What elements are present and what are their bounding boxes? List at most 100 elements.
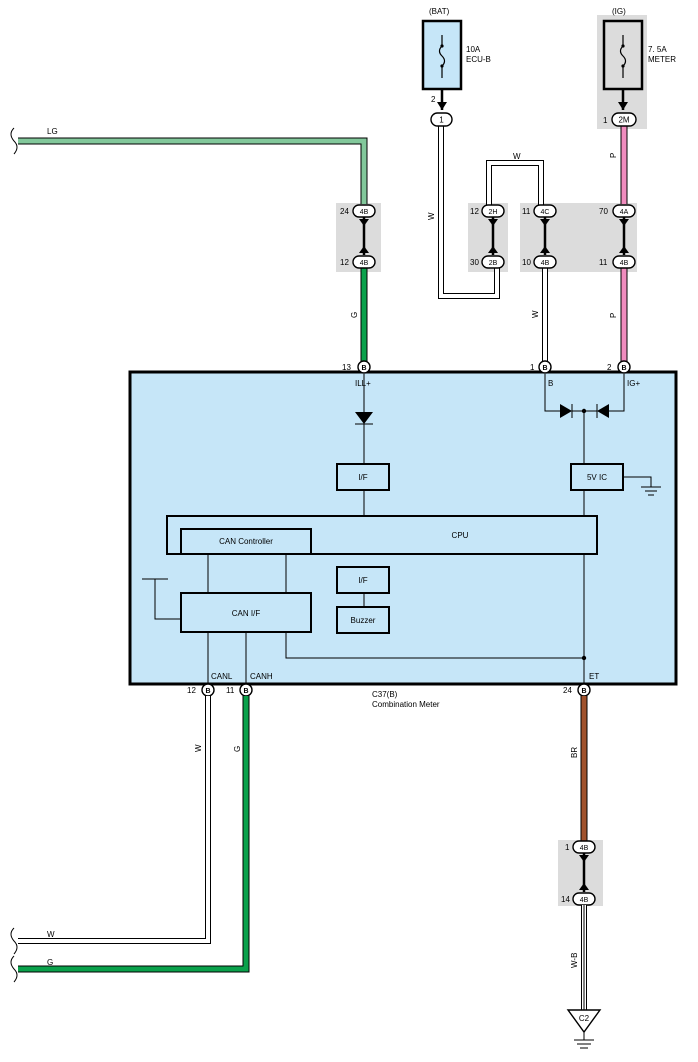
wire-label-g-bottom: G bbox=[47, 958, 53, 967]
wire-label-g-canh: G bbox=[233, 746, 242, 752]
wire-g-canh bbox=[18, 696, 250, 973]
module-pin-1: B bbox=[538, 360, 552, 374]
connector-4b-12: 4B bbox=[352, 246, 376, 269]
fuse-source-ig: (IG) bbox=[612, 7, 626, 16]
module-code: C37(B) bbox=[372, 690, 398, 699]
connector-4b-11: 4B bbox=[612, 246, 636, 269]
connector-2m: 2M bbox=[611, 112, 637, 127]
can-controller-block bbox=[180, 528, 312, 555]
cpu-block bbox=[166, 515, 598, 555]
buzzer-label: Buzzer bbox=[351, 616, 376, 625]
pin-11-4b: 11 bbox=[599, 258, 608, 267]
wire-break-lg bbox=[10, 127, 18, 155]
line-ig bbox=[609, 374, 625, 412]
ground-c2: C2 bbox=[566, 1009, 602, 1049]
svg-text:B: B bbox=[542, 365, 547, 372]
line-can-if-ground bbox=[154, 579, 181, 620]
wire-lg bbox=[18, 137, 368, 204]
connector-1: 1 bbox=[430, 112, 453, 127]
terminal-b: B bbox=[548, 379, 553, 388]
wire-break-w bbox=[10, 927, 18, 955]
wire-break-g bbox=[10, 955, 18, 983]
wire-label-g-top: G bbox=[350, 312, 359, 318]
svg-text:4B: 4B bbox=[360, 209, 369, 216]
wire-label-w-canl: W bbox=[194, 744, 203, 752]
if-block-top bbox=[336, 463, 390, 491]
wire-label-w-bottom: W bbox=[47, 930, 55, 939]
wire-w-canl bbox=[18, 696, 211, 944]
diode-ig bbox=[597, 404, 609, 418]
wire-label-w-jumper: W bbox=[513, 152, 521, 161]
pin-12-module: 12 bbox=[187, 686, 196, 695]
pin-10-4b: 10 bbox=[522, 258, 531, 267]
pin-14-ground: 14 bbox=[561, 895, 570, 904]
wire-label-w-b: W bbox=[531, 310, 540, 318]
pin-30-2b: 30 bbox=[470, 258, 479, 267]
connector-4a: 4A bbox=[612, 204, 636, 226]
fuse-rating-bat: 10A bbox=[466, 45, 481, 54]
if-label-top: I/F bbox=[358, 473, 367, 482]
fuse-ecu-b bbox=[421, 19, 463, 110]
fuse-meter bbox=[602, 19, 644, 110]
svg-text:B: B bbox=[581, 688, 586, 695]
svg-text:B: B bbox=[243, 688, 248, 695]
can-if-label: CAN I/F bbox=[232, 609, 261, 618]
wire-label-w-bat: W bbox=[427, 212, 436, 220]
if-block-lower bbox=[336, 566, 390, 594]
svg-text:4C: 4C bbox=[541, 209, 550, 216]
module-pin-11: B bbox=[239, 683, 253, 697]
svg-text:C2: C2 bbox=[579, 1014, 590, 1023]
cpu-label: CPU bbox=[452, 531, 469, 540]
fuse-name-bat: ECU-B bbox=[466, 55, 491, 64]
pin-2-module: 2 bbox=[607, 363, 612, 372]
junction-dot-et bbox=[581, 655, 587, 661]
wire-w-jumper bbox=[486, 160, 544, 210]
svg-text:4B: 4B bbox=[360, 260, 369, 267]
5v-ic-label: 5V IC bbox=[587, 473, 607, 482]
connector-2b: 2B bbox=[481, 246, 505, 269]
can-controller-label: CAN Controller bbox=[219, 537, 273, 546]
pin-24-module: 24 bbox=[563, 686, 572, 695]
terminal-canh: CANH bbox=[250, 672, 273, 681]
pin-70-4a: 70 bbox=[599, 207, 608, 216]
svg-text:4B: 4B bbox=[580, 845, 589, 852]
pin-12-left: 12 bbox=[340, 258, 349, 267]
svg-text:B: B bbox=[361, 365, 366, 372]
module-pin-12: B bbox=[201, 683, 215, 697]
wire-label-p-bottom: P bbox=[609, 313, 618, 318]
fuse-source-bat: (BAT) bbox=[429, 7, 450, 16]
diode-b bbox=[560, 404, 572, 418]
module-pin-13: B bbox=[357, 360, 371, 374]
pin-1-ground: 1 bbox=[565, 843, 570, 852]
wire-label-p-top: P bbox=[609, 153, 618, 158]
if-label-lower: I/F bbox=[358, 576, 367, 585]
pin-11-4c: 11 bbox=[522, 207, 531, 216]
pin-label-bat: 2 bbox=[431, 95, 436, 104]
line-b bbox=[544, 374, 560, 412]
terminal-et: ET bbox=[589, 672, 599, 681]
pin-13-module: 13 bbox=[342, 363, 351, 372]
pin-1-module: 1 bbox=[530, 363, 535, 372]
line-canif-et bbox=[285, 632, 584, 659]
pin-label-ig: 1 bbox=[603, 116, 608, 125]
pin-11-module: 11 bbox=[226, 686, 235, 695]
svg-text:4A: 4A bbox=[620, 209, 629, 216]
terminal-ig: IG+ bbox=[627, 379, 640, 388]
wire-label-br: BR bbox=[570, 747, 579, 758]
diode-ill bbox=[355, 412, 373, 424]
buzzer-block bbox=[336, 606, 390, 634]
svg-text:4B: 4B bbox=[620, 260, 629, 267]
wire-label-wb: W-B bbox=[570, 953, 579, 968]
terminal-canl: CANL bbox=[211, 672, 233, 681]
svg-text:B: B bbox=[205, 688, 210, 695]
svg-text:1: 1 bbox=[439, 116, 444, 125]
terminal-ill: ILL+ bbox=[355, 379, 371, 388]
wire-w-bat bbox=[438, 126, 500, 299]
module-pin-24: B bbox=[577, 683, 591, 697]
svg-text:4B: 4B bbox=[541, 260, 550, 267]
pin-24-left: 24 bbox=[340, 207, 349, 216]
module-name: Combination Meter bbox=[372, 700, 440, 709]
connector-2h: 2H bbox=[481, 204, 505, 226]
svg-text:2M: 2M bbox=[618, 116, 629, 125]
